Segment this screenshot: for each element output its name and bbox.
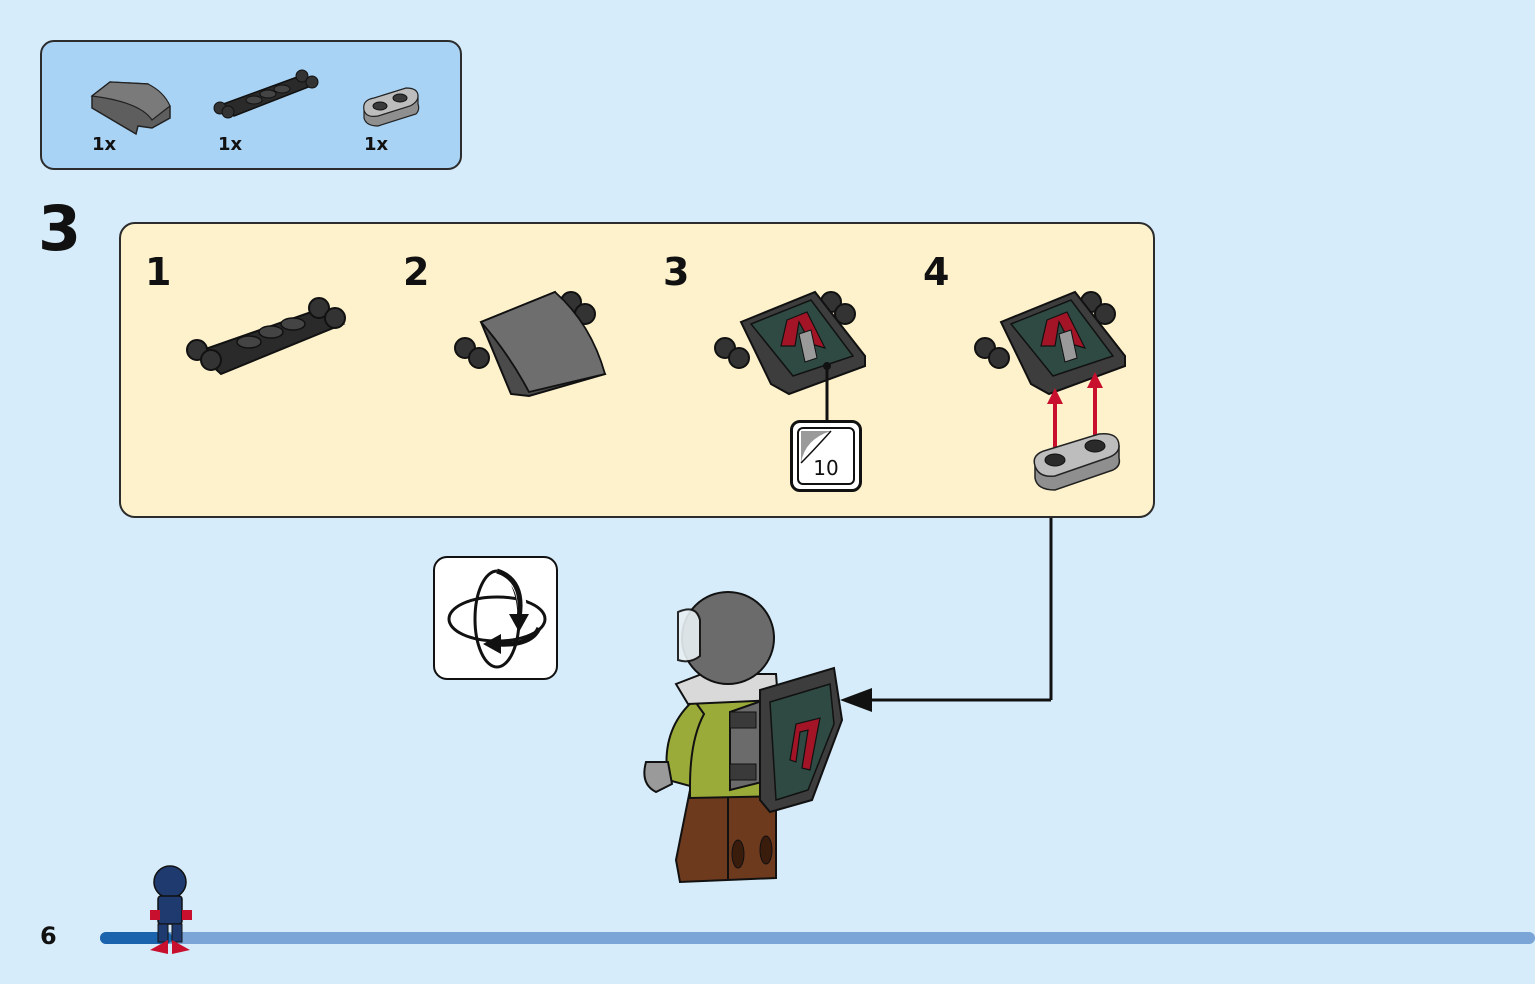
plate-with-clips-part-icon: [213, 69, 319, 119]
minifigure: [643, 591, 844, 884]
substep-1: 1: [121, 224, 381, 516]
substep-number: 1: [145, 250, 172, 294]
sticker-callout: 10: [790, 420, 862, 492]
attach-plate-icon: [974, 290, 1126, 491]
progress-bar-track: [100, 932, 1535, 944]
substep-number: 4: [923, 250, 950, 294]
slope-on-plate-icon: [454, 290, 607, 398]
assembly-pointer-line: [840, 518, 1053, 712]
substep-4: 4: [899, 224, 1159, 516]
plate-1x2-part-icon: [363, 87, 420, 127]
step-number: 3: [38, 192, 82, 265]
plate-with-clips-icon: [186, 297, 346, 376]
part-quantity: 1x: [364, 134, 389, 155]
progress-bar-fill: [100, 932, 172, 944]
substeps-box: 1 2 3: [119, 222, 1155, 518]
curved-slope-part-icon: [90, 81, 171, 136]
rotate-model-icon: [447, 566, 547, 669]
sticker-number: 10: [813, 456, 839, 480]
substep-number: 3: [663, 250, 690, 294]
sticker-icon: 10: [797, 427, 855, 485]
part-plate-1x2: 1x: [358, 48, 458, 158]
part-plate-with-clips: 1x: [212, 48, 319, 158]
parts-list-box: 1x 1x 1x: [40, 40, 462, 170]
part-curved-slope: 1x: [86, 48, 186, 158]
substep-3: 3: [639, 224, 899, 516]
sticker-peel-icon: [800, 430, 832, 464]
part-quantity: 1x: [92, 134, 117, 155]
part-quantity: 1x: [218, 134, 243, 155]
slope-with-sticker-icon: [714, 290, 866, 422]
substep-2: 2: [379, 224, 639, 516]
mascot-minifigure-icon: [150, 865, 192, 954]
rotate-model-box: [433, 556, 558, 680]
substep-number: 2: [403, 250, 430, 294]
page-number: 6: [40, 922, 57, 950]
